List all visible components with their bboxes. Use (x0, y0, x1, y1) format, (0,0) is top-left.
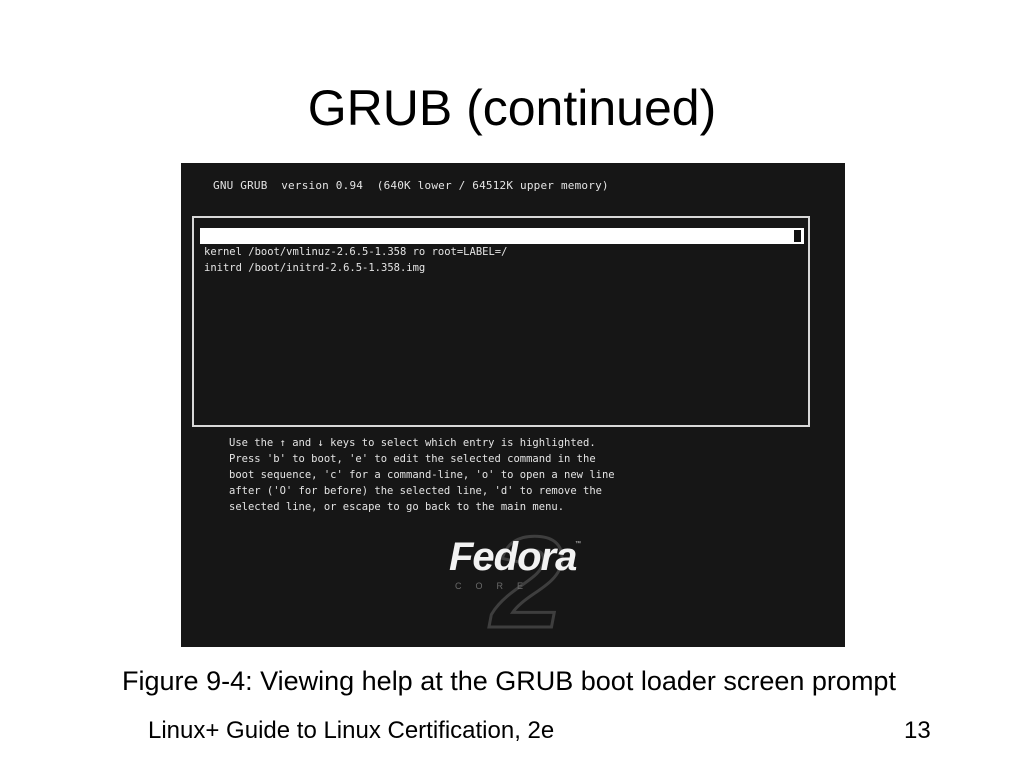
text-cursor (794, 230, 801, 242)
help-line: selected line, or escape to go back to t… (229, 501, 565, 513)
fedora-core-logo: 2 Fedora ™ CORE (433, 515, 613, 635)
version-two-graphic: 2 (487, 515, 565, 633)
grub-version-header: GNU GRUB version 0.94 (640K lower / 6451… (213, 179, 609, 192)
slide-title: GRUB (continued) (307, 80, 717, 136)
trademark-symbol: ™ (575, 541, 581, 547)
help-line: Use the ↑ and ↓ keys to select which ent… (229, 437, 596, 449)
grub-entry-initrd[interactable]: initrd /boot/initrd-2.6.5-1.358.img (204, 262, 426, 274)
grub-entry-kernel[interactable]: kernel /boot/vmlinuz-2.6.5-1.358 ro root… (204, 246, 508, 258)
footer-book-title: Linux+ Guide to Linux Certification, 2e (148, 717, 555, 744)
help-line: boot sequence, 'c' for a command-line, '… (229, 469, 615, 481)
fedora-wordmark: Fedora (449, 535, 577, 579)
grub-help-text: Use the ↑ and ↓ keys to select which ent… (229, 435, 615, 515)
grub-edit-box: root (hd0,0) kernel /boot/vmlinuz-2.6.5-… (192, 216, 810, 427)
grub-entry-root[interactable]: root (hd0,0) (200, 228, 804, 258)
figure-caption: Figure 9-4: Viewing help at the GRUB boo… (122, 666, 896, 696)
help-line: after ('O' for before) the selected line… (229, 485, 602, 497)
help-line: Press 'b' to boot, 'e' to edit the selec… (229, 453, 596, 465)
fedora-core-subtext: CORE (455, 581, 538, 591)
grub-entry-text: root (hd0,0) (254, 246, 331, 258)
page-number: 13 (904, 717, 931, 744)
svg-text:2: 2 (488, 515, 563, 633)
grub-screenshot: GNU GRUB version 0.94 (640K lower / 6451… (181, 163, 845, 647)
